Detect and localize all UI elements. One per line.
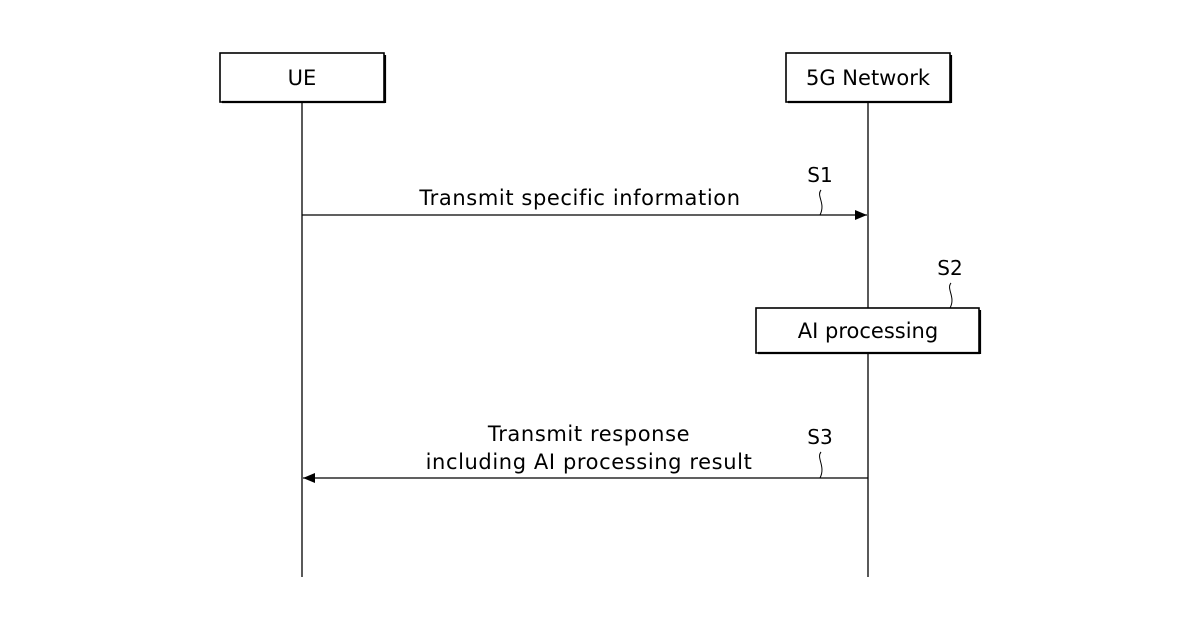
- participant-network: 5G Network: [786, 53, 951, 103]
- message-s3: Transmit response including AI processin…: [303, 422, 868, 478]
- step-s3-id: S3: [807, 425, 832, 449]
- step-s2-id: S2: [937, 256, 962, 280]
- message-s3-label-line1: Transmit response: [487, 422, 690, 446]
- message-s1: Transmit specific information S1: [302, 163, 867, 215]
- process-s2-label: AI processing: [798, 319, 938, 343]
- participant-ue-label: UE: [288, 66, 317, 90]
- participant-network-label: 5G Network: [806, 66, 931, 90]
- participant-ue: UE: [220, 53, 385, 103]
- leader-s3: [820, 452, 822, 478]
- step-s1-id: S1: [807, 163, 832, 187]
- message-s3-label-line2: including AI processing result: [426, 450, 753, 474]
- leader-s1: [820, 190, 822, 215]
- message-s1-label: Transmit specific information: [418, 186, 740, 210]
- leader-s2: [950, 283, 952, 308]
